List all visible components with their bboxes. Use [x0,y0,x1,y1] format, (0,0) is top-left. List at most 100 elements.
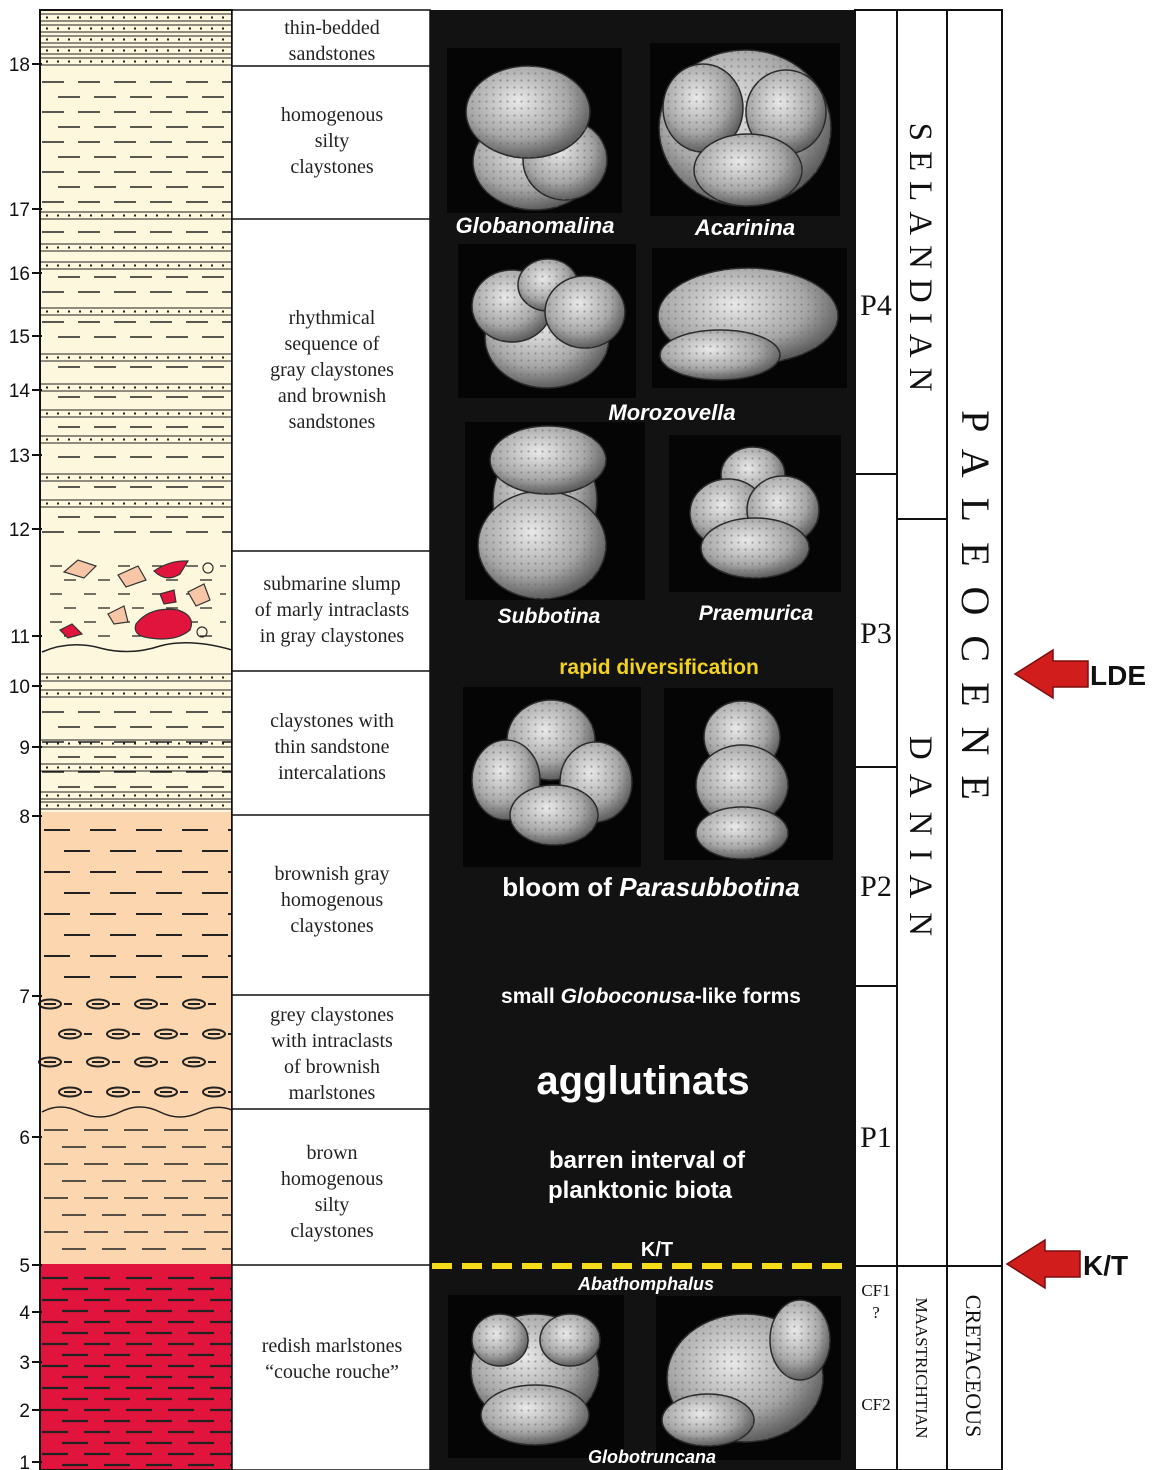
scale-tick-label: 11 [10,627,30,648]
bloom-taxon: Parasubbotina [619,872,800,902]
lithology-description-line: sandstones [289,43,376,65]
taxon-abathomphalus: Abathomphalus [577,1274,714,1294]
scale-tick-label: 5 [19,1256,30,1277]
fossil-sem-image [465,422,645,600]
fossil-sem-image [447,48,622,213]
lithology-description-line: sandstones [289,411,376,433]
stage-danian: DANIAN [902,736,938,950]
zone-p4: P4 [860,289,892,322]
zone-p2: P2 [860,870,892,903]
series-cretaceous: CRETACEOUS [961,1295,986,1437]
lithology-description-line: homogenous [281,1168,383,1190]
fossil-sem-image [652,248,847,388]
agglutinats-label: agglutinats [536,1059,749,1103]
description-column: thin-bedded sandstones homogenous silty clay… [232,10,430,1470]
taxon-globanomalina: Globanomalina [456,213,615,238]
lithology-description-line: brownish gray [275,863,390,885]
lithology-description-line: of marly intraclasts [255,599,410,621]
lithology-description-line: claystones [290,1220,374,1242]
kt-marker: K/T [1007,1240,1128,1288]
lithology-description-line: homogenous [281,104,383,126]
scale-tick-label: 12 [9,520,30,541]
scale-tick-label: 7 [19,987,30,1008]
scale-tick-label: 10 [9,677,30,698]
lithology-description-line: sequence of [285,333,380,355]
sand-clay-unit-lower [40,670,232,812]
lithology-description-line: redish marlstones [262,1335,403,1357]
barren-label-line2: planktonic biota [548,1177,733,1204]
lithology-column [39,10,232,1470]
fossil-sem-image [650,43,840,216]
fossil-sem-image [448,1295,624,1458]
lithology-description-line: with intraclasts [271,1030,393,1052]
biozone-frame [855,10,897,1470]
kt-arrow [1007,1240,1080,1288]
scale-tick-label: 1 [19,1453,30,1470]
lithology-description-line: intercalations [278,762,386,784]
event-markers: LDE K/T [1007,650,1146,1288]
scale-tick-label: 6 [19,1128,30,1149]
zone-cf1: CF1 [861,1281,890,1300]
stage-maastrichtian: MAASTRICHTIAN [912,1298,931,1439]
taxon-morozovella: Morozovella [608,400,735,425]
stage-selandian: SELANDIAN [902,123,938,402]
zone-cf2: CF2 [861,1395,890,1414]
zone-cf1-query: ? [872,1303,880,1322]
bloom-label: bloom of Parasubbotina [502,872,800,902]
kt-marker-label: K/T [1083,1250,1128,1281]
barren-label-line1: barren interval of [549,1147,746,1174]
series-column: PALEOCENE CRETACEOUS [947,10,1002,1470]
scale-tick-label: 2 [19,1401,30,1422]
lithology-description-line: homogenous [281,889,383,911]
biozone-column: P4 P3 P2 P1 CF1 ? CF2 [855,10,897,1470]
fossil-sem-image [458,244,636,398]
lithology-description-line: thin-bedded [284,17,380,39]
scale-tick-label: 18 [9,55,30,76]
fossil-sem-image [656,1296,841,1460]
taxon-subbotina: Subbotina [498,605,601,628]
lithology-description-line: submarine slump [263,573,400,595]
bloom-prefix: bloom of [502,872,619,902]
zone-p3: P3 [860,617,892,650]
lithology-description-line: brown [306,1142,357,1164]
lithology-description-line: claystones [290,915,374,937]
lithology-description-line: rhythmical [289,307,376,329]
fossil-sem-image [463,687,641,867]
taxon-praemurica: Praemurica [699,602,814,625]
stage-column: SELANDIAN DANIAN MAASTRICHTIAN [897,10,947,1470]
scale-tick-label: 16 [9,264,30,285]
lithology-description-line: grey claystones [270,1004,394,1026]
kt-boundary-label: K/T [641,1239,673,1261]
depth-scale: 181716151413121110987654321 [9,10,42,1470]
lithology-description-line: and brownish [278,385,386,407]
small-forms-label: small Globoconusa-like forms [501,985,801,1008]
lithology-description-line: marlstones [289,1082,376,1104]
lde-arrow [1015,650,1088,698]
lithology-description-line: in gray claystones [260,625,405,647]
scale-tick-label: 9 [19,738,30,759]
lde-marker: LDE [1015,650,1146,698]
series-paleocene: PALEOCENE [953,410,998,820]
rapid-diversification-label: rapid diversification [559,656,759,679]
lithology-description-line: of brownish [284,1056,380,1078]
scale-tick-label: 13 [9,446,30,467]
lde-label: LDE [1090,660,1146,691]
zone-p1: P1 [860,1121,892,1154]
lithology-description-line: silty [315,130,349,152]
fossil-panel: Globanomalina Acarinina Morozovella Subb… [430,10,855,1470]
fossil-sem-image [669,435,841,592]
small-taxon: Globoconusa [561,985,695,1008]
small-suffix: -like forms [695,985,801,1008]
lithology-description-line: “couche rouche” [265,1361,399,1383]
scale-tick-label: 3 [19,1353,30,1374]
lithology-description-line: claystones with [270,710,394,732]
small-prefix: small [501,985,561,1008]
lithology-description-line: gray claystones [270,359,394,381]
taxon-acarinina: Acarinina [694,215,795,240]
scale-tick-label: 8 [19,807,30,828]
scale-tick-label: 4 [19,1303,30,1324]
lithology-description-line: claystones [290,156,374,178]
lithology-description-line: silty [315,1194,349,1216]
fossil-sem-image [664,688,833,860]
